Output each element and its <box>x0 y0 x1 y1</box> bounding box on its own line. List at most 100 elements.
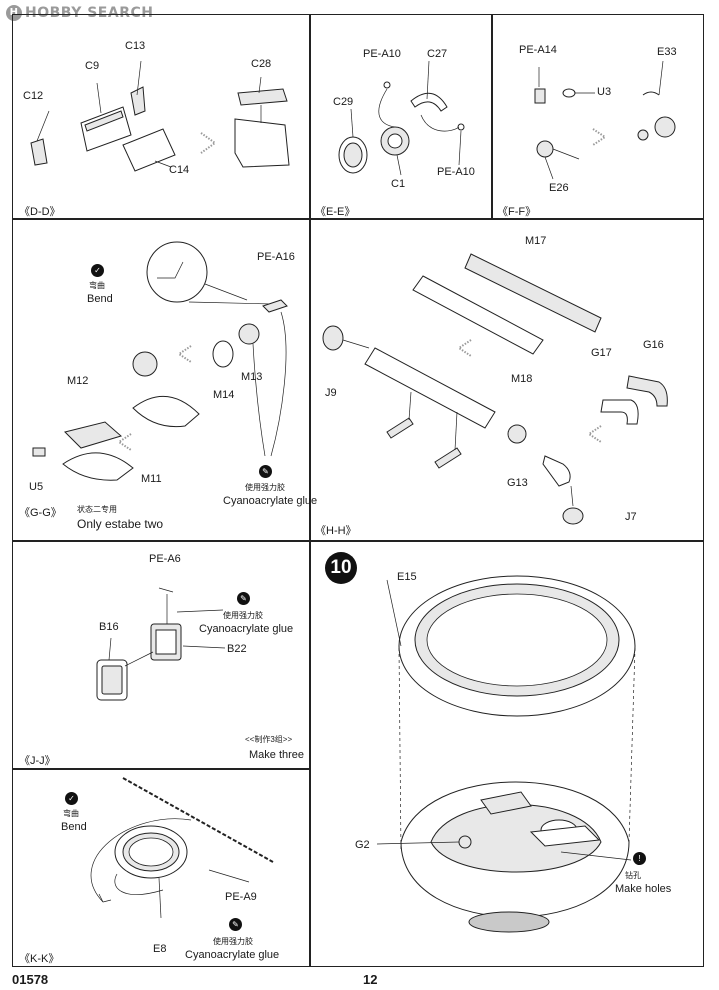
panel-f-f: PE-A14 E33 U3 E26 《F-F》 <box>492 14 704 219</box>
panel-k-k-drawing <box>90 777 274 919</box>
part-c-gun-mount <box>132 351 158 377</box>
label-m14: M14 <box>213 389 235 401</box>
part-c14 <box>122 128 176 172</box>
assembly-arrow <box>117 433 132 451</box>
part-m11 <box>62 452 134 481</box>
part-m18 <box>412 275 544 355</box>
section-label-k-k: 《K-K》 <box>19 953 60 965</box>
label-e33: E33 <box>657 46 677 58</box>
bend-label-cn: 弯曲 <box>89 281 105 290</box>
part-base-upper <box>132 395 200 428</box>
part-c28 <box>237 88 288 106</box>
panel-j-j: PE-A6 ✎ 使用强力胶 Cyanoacrylate glue B16 B22… <box>12 541 310 769</box>
label-c29: C29 <box>333 96 354 108</box>
part-pe-a16 <box>262 299 288 313</box>
part-j9 <box>322 325 344 351</box>
section-label-e-e: 《E-E》 <box>315 206 356 218</box>
assembly-arrow <box>457 339 472 357</box>
part-g17 <box>600 399 639 425</box>
part-u3 <box>562 88 576 98</box>
label-c27: C27 <box>427 48 448 60</box>
label-c12: C12 <box>23 90 44 102</box>
label-c13: C13 <box>125 40 146 52</box>
label-m11: M11 <box>141 473 162 485</box>
bend-icon: ✓ <box>91 264 104 277</box>
label-u3: U3 <box>597 86 612 98</box>
label-pe-a16: PE-A16 <box>257 251 295 263</box>
part-g13 <box>507 424 527 444</box>
part-u5 <box>32 447 46 457</box>
label-e26: E26 <box>549 182 569 194</box>
label-c14: C14 <box>169 164 190 176</box>
label-g16: G16 <box>643 339 664 351</box>
section-label-j-j: 《J-J》 <box>19 755 56 767</box>
watermark: H HOBBY SEARCH <box>6 4 153 22</box>
panel-step-10-drawing <box>376 575 636 933</box>
part-e33 <box>642 91 660 96</box>
assembly-arrow <box>587 425 602 443</box>
label-m12: M12 <box>67 375 89 387</box>
panel-h-h-drawing <box>322 253 668 525</box>
glue-label-cn: 使用强力胶 <box>223 611 263 620</box>
label-b16: B16 <box>99 621 119 633</box>
assembly-arrow <box>200 132 217 154</box>
label-c28: C28 <box>251 58 272 70</box>
panel-f-f-drawing <box>534 60 676 180</box>
hobby-search-logo-icon: H <box>6 5 22 21</box>
drill-label-en: Make holes <box>615 883 672 895</box>
bend-label-cn: 弯曲 <box>63 809 79 818</box>
glue-icon: ✎ <box>237 592 250 605</box>
part-e26 <box>536 140 554 158</box>
part-bracket-left <box>386 417 414 439</box>
bend-label-en: Bend <box>87 293 113 305</box>
label-j7: J7 <box>625 511 637 523</box>
section-label-g-g: 《G-G》 <box>19 507 62 519</box>
label-pe-a6: PE-A6 <box>149 553 181 565</box>
label-m18: M18 <box>511 373 533 385</box>
panel-d-d: C13 C9 C12 C28 C14 《D-D》 <box>12 14 310 219</box>
make-three-cn: <<制作3组>> <box>245 735 293 744</box>
section-label-f-f: 《F-F》 <box>497 206 537 218</box>
label-c1: C1 <box>391 178 406 190</box>
assembly-arrow <box>177 345 192 363</box>
part-pe-a9 <box>122 777 274 863</box>
panel-g-g-drawing <box>32 241 288 481</box>
panel-g-g: ✓ 弯曲 Bend PE-A16 M13 M14 M12 M11 U5 ✎ 使用… <box>12 219 317 541</box>
label-g17: G17 <box>591 347 612 359</box>
panel-e-e: PE-A10 C27 C29 C1 PE-A10 《E-E》 <box>310 14 492 219</box>
part-c13 <box>130 86 146 116</box>
watermark-text: HOBBY SEARCH <box>25 5 154 21</box>
part-bracket-right <box>434 447 462 469</box>
panel-step-10: 10 E15 G2 ! 钻孔 Make holes <box>310 541 704 967</box>
panel-h-h: M17 M18 J9 G17 G16 G13 J7 《H-H》 <box>310 219 704 541</box>
part-pe-a10-bottom <box>457 123 465 131</box>
detail-circle <box>146 241 208 303</box>
glue-label-en: Cyanoacrylate glue <box>199 623 294 635</box>
glue-icon: ✎ <box>229 918 242 931</box>
part-g2 <box>458 835 472 849</box>
drill-label-cn: 钻孔 <box>625 871 641 880</box>
part-j7 <box>562 507 584 525</box>
part-m12 <box>64 421 123 449</box>
label-g13: G13 <box>507 477 528 489</box>
part-c12 <box>30 138 48 166</box>
note-cn: 状态二专用 <box>77 505 117 514</box>
glue-label-cn: 使用强力胶 <box>245 483 285 492</box>
part-pe-a10-top <box>383 81 391 89</box>
part-pe-a6 <box>158 587 174 593</box>
page-number: 12 <box>363 972 378 987</box>
section-label-h-h: 《H-H》 <box>315 525 357 537</box>
bend-label-en: Bend <box>61 821 87 833</box>
label-j9: J9 <box>325 387 337 399</box>
make-three-en: Make three <box>249 749 305 761</box>
panel-d-d-drawing <box>30 60 290 172</box>
label-pe-a10-top: PE-A10 <box>363 48 401 60</box>
part-pe-a14 <box>534 88 546 104</box>
part-c28-housing <box>234 118 290 168</box>
label-m17: M17 <box>525 235 547 247</box>
glue-label-en: Cyanoacrylate glue <box>223 495 318 507</box>
panel-e-e-drawing <box>338 60 465 176</box>
section-label-d-d: 《D-D》 <box>19 206 61 218</box>
part-m14 <box>212 340 234 368</box>
part-intake-pipe <box>542 455 571 487</box>
